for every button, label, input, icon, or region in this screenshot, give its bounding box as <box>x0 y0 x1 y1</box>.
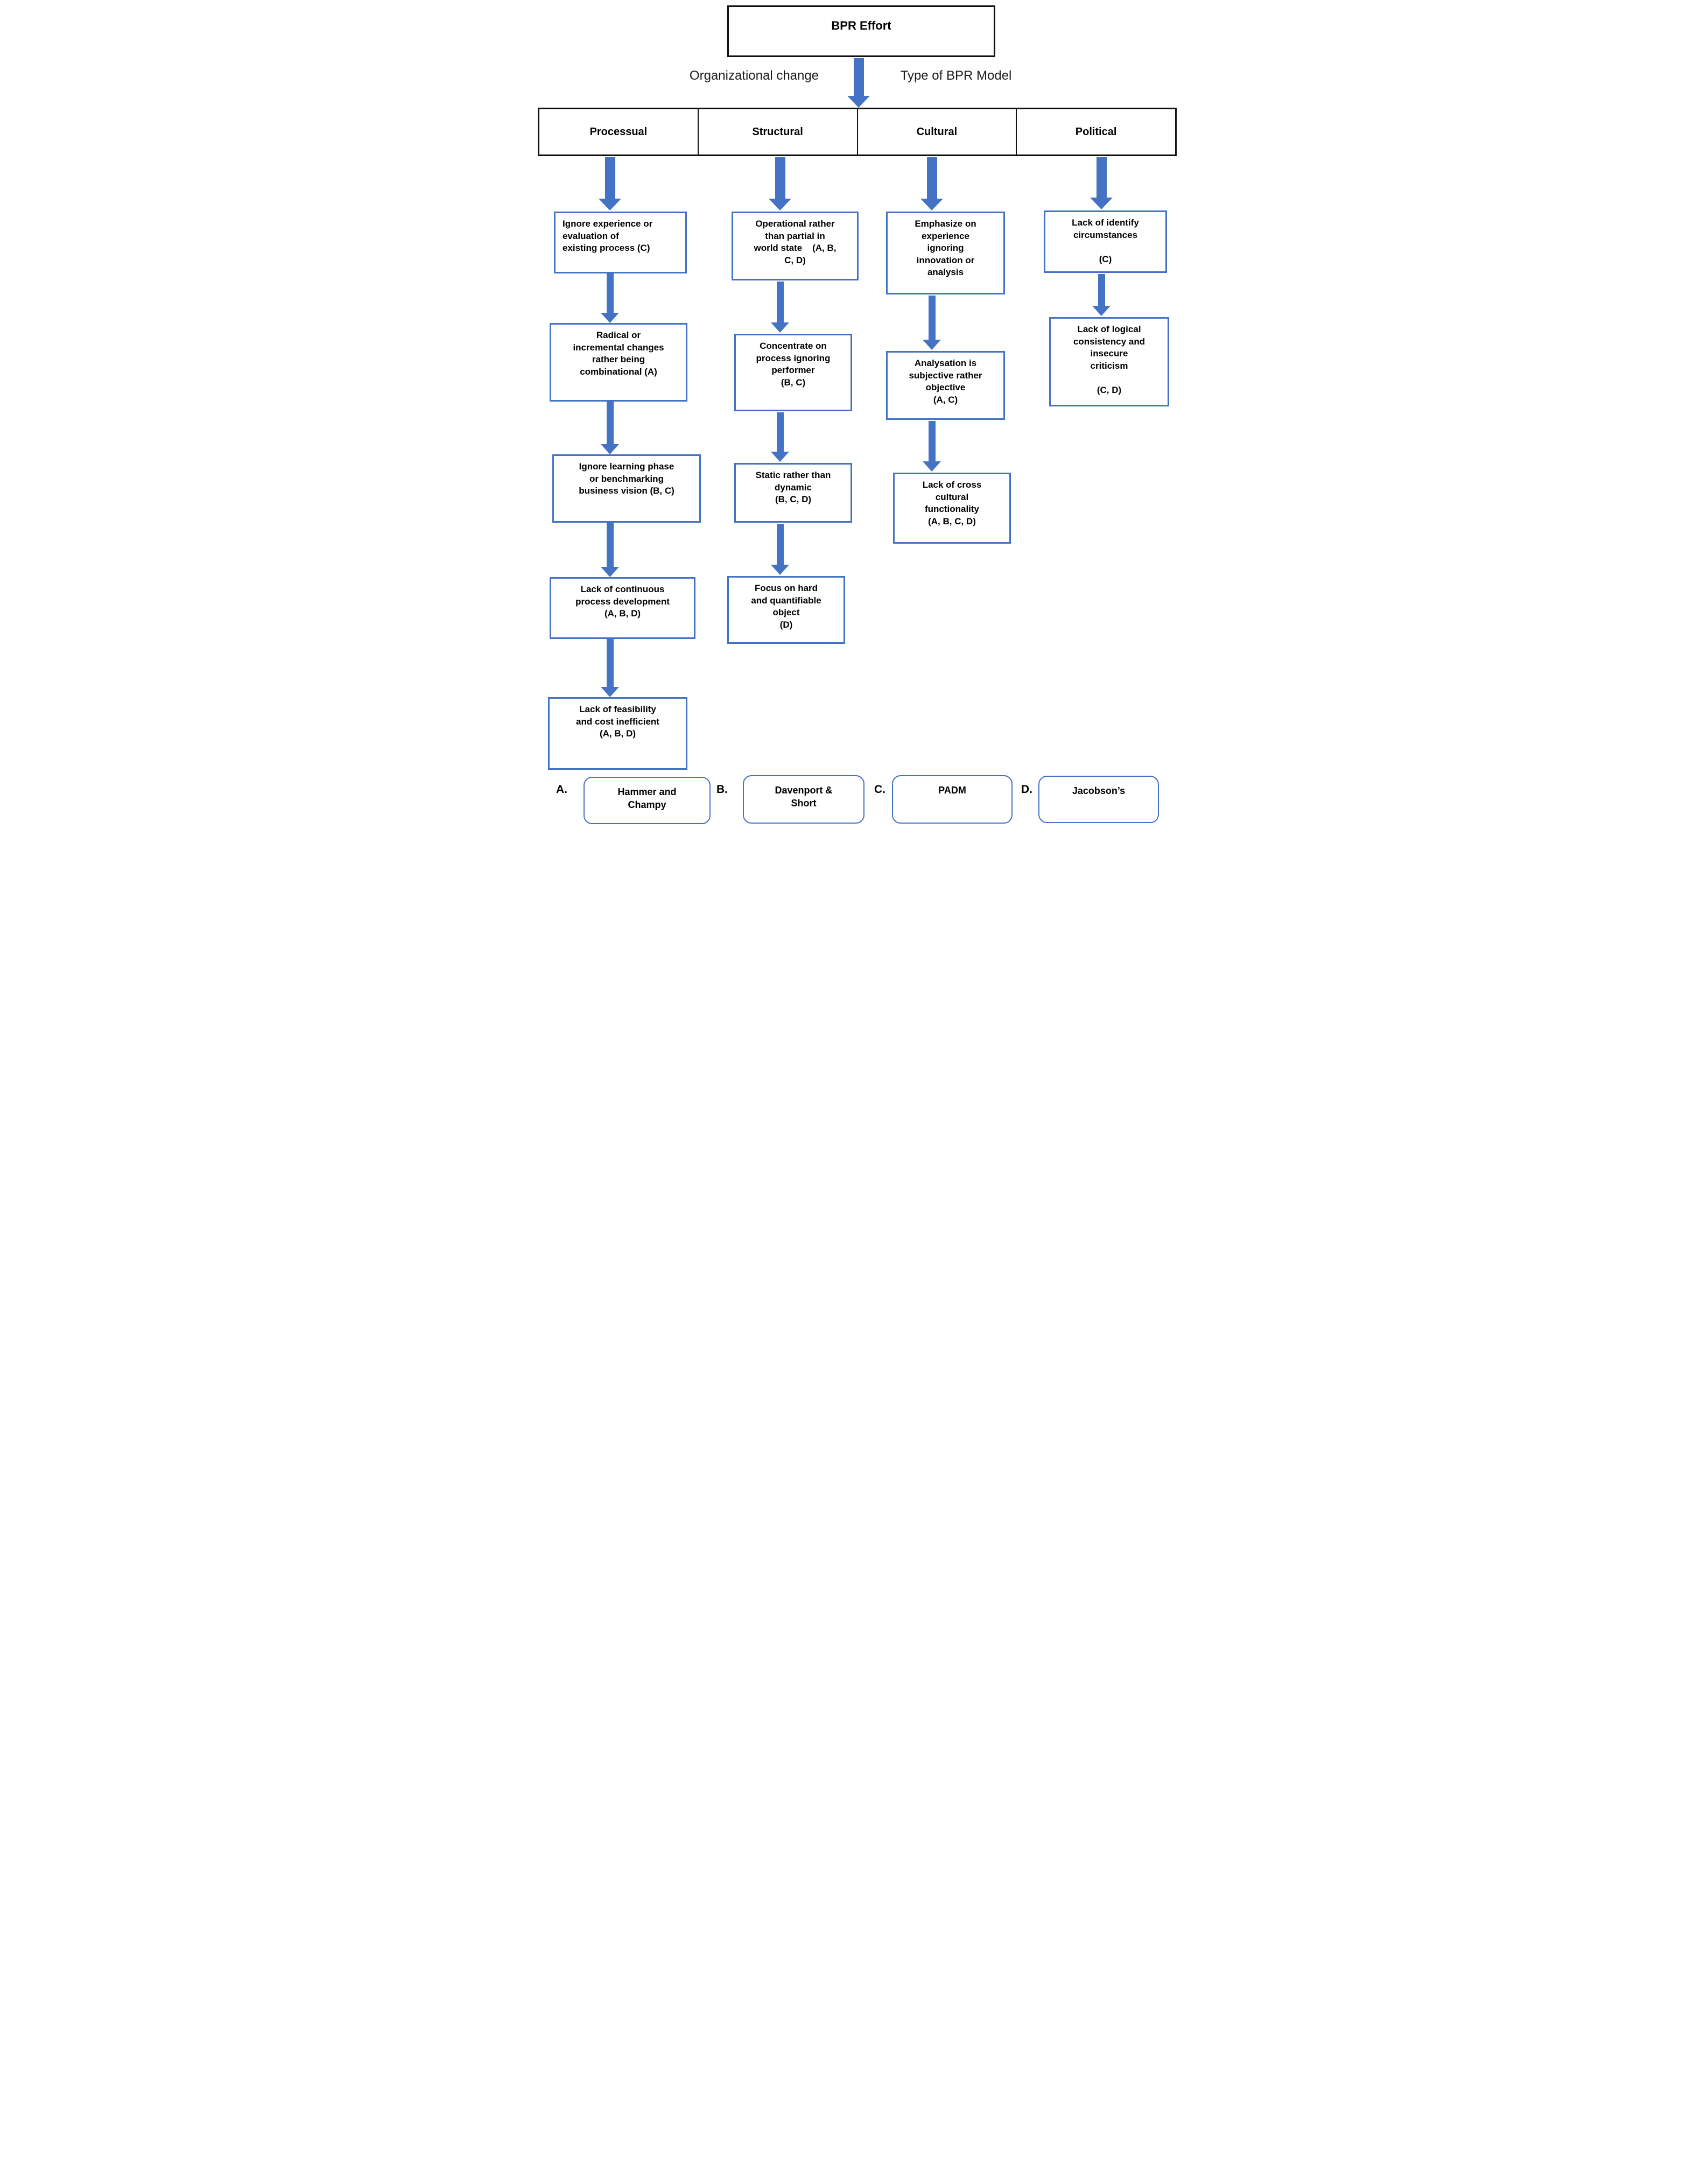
down-arrow <box>768 157 792 210</box>
arrow-head <box>771 565 789 575</box>
header-cell-processual: Processual <box>539 109 698 154</box>
down-arrow <box>768 412 792 462</box>
arrow-shaft <box>928 421 936 461</box>
legend-letter-c: C. <box>874 783 885 796</box>
arrow-shaft <box>606 402 614 444</box>
legend-label: Davenport & Short <box>775 785 833 809</box>
node-processual-4: Lack of continuous process development (… <box>550 577 695 639</box>
node-cultural-1: Emphasize on experience ignoring innovat… <box>886 212 1005 294</box>
down-arrow <box>768 524 792 575</box>
legend-box-padm: PADM <box>892 775 1013 824</box>
node-text: Concentrate on process ignoring performe… <box>756 341 831 388</box>
arrow-head <box>920 199 943 210</box>
arrow-shaft <box>776 524 784 565</box>
arrow-shaft <box>776 282 784 322</box>
arrow-shaft <box>605 157 615 199</box>
header-label: Cultural <box>916 125 958 138</box>
down-arrow <box>920 157 944 210</box>
bpr-effort-box: BPR Effort <box>727 5 995 57</box>
node-political-1: Lack of identify circumstances (C) <box>1044 210 1167 273</box>
header-label: Processual <box>589 125 648 138</box>
node-text: Lack of cross cultural functionality (A,… <box>922 480 982 526</box>
type-of-bpr-model-label: Type of BPR Model <box>900 68 1012 83</box>
down-arrow <box>1090 157 1113 209</box>
header-cell-political: Political <box>1016 109 1175 154</box>
down-arrow <box>598 639 622 697</box>
down-arrow <box>598 273 622 323</box>
arrow-head <box>601 313 619 323</box>
node-text: Static rather than dynamic (B, C, D) <box>755 470 831 505</box>
arrow-head <box>599 199 621 210</box>
down-arrow <box>1090 274 1113 316</box>
legend-letter-b: B. <box>716 783 728 796</box>
legend-label: Hammer and Champy <box>617 786 677 811</box>
arrow-shaft <box>928 296 936 340</box>
arrow-head <box>771 322 789 333</box>
arrow-shaft <box>606 273 614 313</box>
node-processual-1: Ignore experience or evaluation of exist… <box>554 212 687 273</box>
node-text: Lack of continuous process development (… <box>575 584 670 619</box>
legend-label: PADM <box>938 785 966 796</box>
bpr-flowchart: BPR Effort Organizational change Type of… <box>528 0 1180 831</box>
node-structural-3: Static rather than dynamic (B, C, D) <box>734 463 852 523</box>
arrow-shaft <box>776 412 784 452</box>
node-text: Ignore learning phase or benchmarking bu… <box>579 461 674 496</box>
arrow-shaft <box>1096 157 1107 198</box>
down-arrow <box>920 421 944 472</box>
organizational-change-label: Organizational change <box>689 68 819 83</box>
arrow-shaft <box>853 58 864 96</box>
legend-letter-a: A. <box>556 783 567 796</box>
header-label: Structural <box>752 125 803 138</box>
node-processual-5: Lack of feasibility and cost inefficient… <box>548 697 687 770</box>
node-processual-2: Radical or incremental changes rather be… <box>550 323 687 402</box>
arrow-shaft <box>926 157 937 199</box>
arrow-head <box>769 199 791 210</box>
arrow-head <box>601 687 619 697</box>
category-header-row: Processual Structural Cultural Political <box>538 108 1177 156</box>
legend-box-hammer-and-champy: Hammer and Champy <box>584 777 711 824</box>
arrow-head <box>923 340 941 350</box>
node-political-2: Lack of logical consistency and insecure… <box>1049 317 1169 406</box>
arrow-head <box>847 96 870 108</box>
node-structural-2: Concentrate on process ignoring performe… <box>734 334 852 411</box>
node-cultural-3: Lack of cross cultural functionality (A,… <box>893 473 1011 544</box>
node-text: Lack of logical consistency and insecure… <box>1073 324 1145 396</box>
node-cultural-2: Analysation is subjective rather objecti… <box>886 351 1005 420</box>
page-title: BPR Effort <box>831 19 891 32</box>
node-text: Lack of feasibility and cost inefficient… <box>576 704 659 739</box>
legend-label: Jacobson’s <box>1072 785 1126 796</box>
down-arrow <box>598 523 622 577</box>
node-processual-3: Ignore learning phase or benchmarking bu… <box>552 454 701 523</box>
down-arrow <box>768 282 792 333</box>
arrow-shaft <box>606 523 614 567</box>
node-text: Analysation is subjective rather objecti… <box>909 358 982 405</box>
node-text: Focus on hard and quantifiable object (D… <box>751 583 821 630</box>
header-cell-cultural: Cultural <box>856 109 1016 154</box>
node-text: Radical or incremental changes rather be… <box>573 330 664 377</box>
arrow-head <box>923 461 941 472</box>
legend-letter-d: D. <box>1021 783 1032 796</box>
arrow-head <box>601 444 619 454</box>
legend-box-jacobsons: Jacobson’s <box>1038 776 1159 823</box>
arrow-shaft <box>606 639 614 687</box>
arrow-shaft <box>1098 274 1105 306</box>
arrow-shaft <box>775 157 785 199</box>
arrow-head <box>601 567 619 577</box>
down-arrow <box>598 157 622 210</box>
node-text: Lack of identify circumstances (C) <box>1072 217 1139 264</box>
arrow-head <box>1092 306 1110 316</box>
arrow-head <box>1090 198 1113 209</box>
arrow-head <box>771 452 789 462</box>
down-arrow <box>920 296 944 350</box>
down-arrow <box>847 58 870 108</box>
header-cell-structural: Structural <box>697 109 857 154</box>
legend-box-davenport-short: Davenport & Short <box>743 775 864 824</box>
node-structural-4: Focus on hard and quantifiable object (D… <box>727 576 845 644</box>
down-arrow <box>598 402 622 454</box>
header-label: Political <box>1075 125 1117 138</box>
node-structural-1: Operational rather than partial in world… <box>732 212 859 280</box>
node-text: Emphasize on experience ignoring innovat… <box>915 219 976 278</box>
node-text: Ignore experience or evaluation of exist… <box>563 219 653 254</box>
node-text: Operational rather than partial in world… <box>754 219 837 265</box>
